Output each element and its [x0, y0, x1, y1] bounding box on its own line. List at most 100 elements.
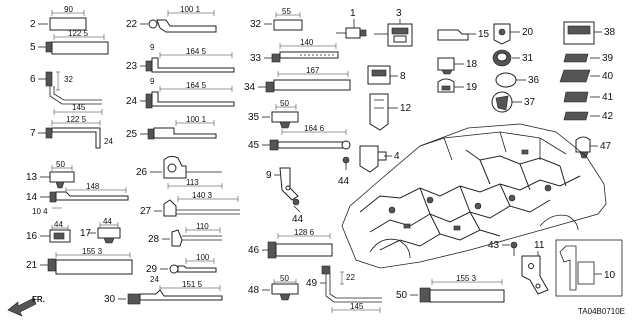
dimension-29-short: 24 — [150, 275, 159, 284]
front-direction-arrow: FR. — [7, 295, 45, 317]
callout-43: 43 — [488, 240, 500, 251]
part-26[interactable]: 26 113 — [136, 155, 223, 189]
part-35[interactable]: 35 50 — [248, 99, 299, 129]
callout-36: 36 — [528, 75, 540, 86]
part-22[interactable]: 22 100 1 — [126, 5, 217, 33]
callout-39: 39 — [602, 53, 614, 64]
part-50[interactable]: 50 155 3 — [396, 274, 505, 303]
part-2[interactable]: 2 90 — [30, 5, 87, 31]
callout-19: 19 — [466, 82, 478, 93]
dimension-35: 50 — [280, 99, 289, 108]
part-39[interactable]: 39 — [563, 53, 614, 64]
part-1[interactable]: 1 — [336, 8, 367, 39]
part-29[interactable]: 29 100 24 — [146, 253, 217, 284]
diagram-code: TA04B0710E — [578, 307, 625, 316]
dimension-23: 164 5 — [186, 47, 207, 56]
callout-38: 38 — [604, 27, 616, 38]
part-43[interactable]: 43 — [488, 240, 518, 256]
dimension-26: 113 — [186, 178, 199, 187]
part-42[interactable]: 42 — [563, 111, 614, 122]
part-15[interactable]: 15 — [437, 29, 490, 41]
part-7[interactable]: 7 122 5 24 — [30, 115, 113, 149]
part-31[interactable]: 31 — [492, 49, 534, 67]
part-27[interactable]: 27 140 3 — [140, 191, 240, 217]
dimension-6-length: 145 — [72, 103, 86, 112]
callout-12: 12 — [400, 103, 412, 114]
dimension-49-length: 145 — [350, 302, 364, 311]
dimension-21: 155 3 — [82, 247, 103, 256]
part-20[interactable]: 20 — [493, 23, 534, 45]
callout-8: 8 — [400, 71, 406, 82]
part-28[interactable]: 28 110 — [148, 222, 222, 247]
callout-18: 18 — [466, 59, 478, 70]
callout-16: 16 — [26, 231, 38, 242]
part-41[interactable]: 41 — [563, 91, 614, 103]
part-5[interactable]: 5 122 5 — [30, 29, 109, 55]
part-14[interactable]: 14 148 10 4 — [26, 182, 129, 216]
part-21[interactable]: 21 155 3 — [26, 247, 133, 275]
part-16[interactable]: 16 44 — [26, 220, 71, 243]
part-38[interactable]: 38 — [563, 21, 616, 45]
callout-27: 27 — [140, 206, 152, 217]
part-46[interactable]: 46 128 6 — [248, 228, 333, 259]
dimension-25: 100 1 — [186, 115, 207, 124]
callout-25: 25 — [126, 129, 138, 140]
dimension-50: 155 3 — [456, 274, 477, 283]
part-6[interactable]: 6 32 145 — [30, 71, 103, 115]
dimension-7-drop: 24 — [104, 137, 113, 146]
dimension-24-short: 9 — [150, 77, 155, 86]
callout-26: 26 — [136, 167, 148, 178]
part-17[interactable]: 17 44 — [80, 217, 121, 244]
dimension-14-offset: 10 4 — [32, 207, 48, 216]
part-47[interactable]: 47 — [575, 136, 612, 159]
callout-13: 13 — [26, 172, 38, 183]
part-4[interactable]: 4 — [359, 145, 400, 173]
dimension-6-height: 32 — [64, 75, 73, 84]
callout-34: 34 — [244, 82, 256, 93]
dimension-24: 164 5 — [186, 81, 207, 90]
callout-10: 10 — [604, 270, 616, 281]
part-19[interactable]: 19 — [437, 78, 478, 93]
callout-44-upper: 44 — [338, 176, 350, 187]
dimension-16: 44 — [54, 220, 63, 229]
dimension-45: 164 6 — [304, 124, 325, 133]
part-45[interactable]: 45 164 6 — [248, 124, 351, 151]
part-33[interactable]: 33 140 — [250, 38, 339, 64]
callout-30: 30 — [104, 294, 116, 305]
part-37[interactable]: 37 — [491, 91, 536, 113]
part-48[interactable]: 48 50 — [248, 274, 299, 301]
part-23[interactable]: 23 9 164 5 — [126, 43, 235, 73]
part-25[interactable]: 25 100 1 — [126, 115, 217, 140]
part-34[interactable]: 34 167 — [244, 66, 351, 93]
callout-15: 15 — [478, 29, 490, 40]
callout-49: 49 — [306, 278, 318, 289]
part-18[interactable]: 18 — [437, 57, 478, 75]
callout-21: 21 — [26, 260, 38, 271]
part-10-inset[interactable]: 10 — [555, 239, 623, 297]
dimension-22: 100 1 — [180, 5, 201, 14]
part-40[interactable]: 40 — [559, 69, 614, 83]
part-8[interactable]: 8 — [367, 65, 406, 85]
part-13[interactable]: 13 50 — [26, 160, 75, 189]
dimension-48: 50 — [280, 274, 289, 283]
part-24[interactable]: 24 9 164 5 — [126, 77, 235, 109]
part-49[interactable]: 49 22 145 — [306, 265, 382, 313]
callout-4: 4 — [394, 151, 400, 162]
callout-31: 31 — [522, 53, 534, 64]
part-30[interactable]: 30 151 5 — [104, 280, 223, 305]
dimension-29: 100 — [196, 253, 210, 262]
callout-23: 23 — [126, 61, 138, 72]
part-9[interactable]: 9 — [266, 167, 299, 201]
part-12[interactable]: 12 — [369, 93, 412, 131]
callout-14: 14 — [26, 192, 38, 203]
dimension-30: 151 5 — [182, 280, 203, 289]
part-32[interactable]: 32 55 — [250, 7, 303, 31]
part-44-bolt-left[interactable]: 44 — [292, 198, 304, 225]
callout-3: 3 — [396, 8, 402, 19]
dimension-13: 50 — [56, 160, 65, 169]
callout-24: 24 — [126, 96, 138, 107]
part-3[interactable]: 3 — [374, 8, 413, 47]
part-11[interactable]: 11 — [521, 240, 549, 295]
part-36[interactable]: 36 — [495, 72, 540, 88]
part-44-bolt-upper[interactable]: 44 — [338, 156, 350, 187]
